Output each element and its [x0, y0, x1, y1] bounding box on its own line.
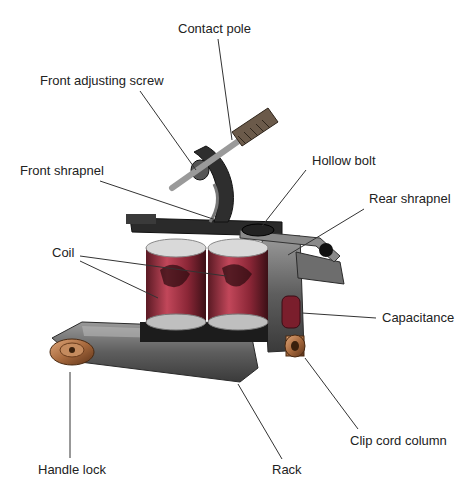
- part-label: Coil: [52, 245, 74, 261]
- clip-cord-column: [285, 335, 305, 357]
- part-label: Front adjusting screw: [40, 73, 164, 89]
- part-label: Clip cord column: [350, 433, 447, 449]
- capacitor: [282, 296, 300, 328]
- part-label: Hollow bolt: [312, 153, 376, 169]
- part-label: Contact pole: [178, 21, 251, 37]
- part-label: Capacitance: [382, 310, 454, 326]
- adjusting-screw: [172, 108, 278, 188]
- part-label: Rack: [272, 462, 302, 478]
- frame: [52, 236, 344, 382]
- hollow-bolt: [242, 224, 274, 236]
- coils: [146, 239, 268, 330]
- part-label: Rear shrapnel: [369, 191, 451, 207]
- part-label: Handle lock: [38, 462, 106, 478]
- handle-lock: [50, 339, 94, 365]
- leader-lines: [70, 39, 376, 459]
- part-label: Front shrapnel: [20, 163, 104, 179]
- armature-bar: [126, 214, 282, 236]
